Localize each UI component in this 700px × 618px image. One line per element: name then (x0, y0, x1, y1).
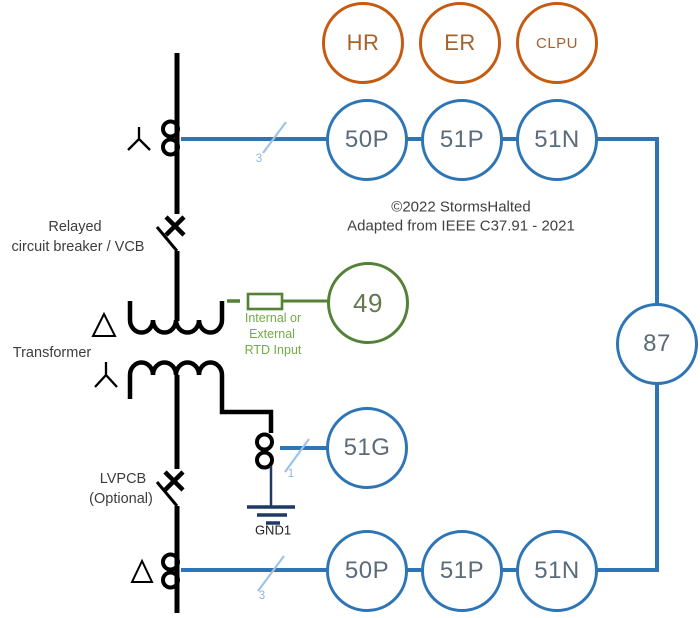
breaker-label-line1: Relayed (48, 219, 102, 235)
relay-51p-top: 51P (421, 99, 503, 181)
relay-clpu: CLPU (516, 2, 598, 84)
ct-bottom-icon (161, 552, 180, 590)
ct-ratio-bottom-label: 3 (258, 590, 266, 602)
rtd-label-line2: External (249, 327, 295, 341)
relay-51p-top-label: 51P (439, 126, 485, 153)
lvpcb-label-line1: LVPCB (99, 471, 147, 487)
rtd-label-line3: RTD Input (244, 343, 302, 357)
relay-er-label: ER (444, 30, 476, 55)
ct-neutral-icon (255, 432, 274, 470)
relay-51p-bottom-label: 51P (439, 557, 485, 584)
relay-50p-top: 50P (326, 99, 408, 181)
relay-50p-bottom-label: 50P (344, 557, 390, 584)
wye-symbol-top-icon (127, 127, 151, 151)
rtd-label-line1: Internal or (244, 311, 302, 325)
delta-symbol-bottom-icon (130, 558, 154, 583)
vcb-breaker-blade (155, 226, 179, 252)
ground-label: GND1 (254, 522, 292, 538)
ct-ratio-ground-label: 1 (287, 468, 295, 480)
breaker-label-line2: circuit breaker / VCB (11, 239, 145, 255)
lvpcb-breaker-blade (155, 481, 179, 507)
relay-er: ER (419, 2, 501, 84)
rtd-resistor-icon (246, 292, 284, 311)
relay-87-label: 87 (643, 330, 671, 357)
ct-ratio-slash-bottom-icon (257, 555, 285, 592)
delta-symbol-transformer-icon (91, 311, 117, 337)
relay-51p-bottom: 51P (421, 530, 503, 612)
transformer-winding-secondary-icon (127, 360, 274, 433)
relay-clpu-label: CLPU (535, 34, 578, 52)
relay-51g-ground: 51G (326, 407, 408, 489)
ct-ratio-top-label: 3 (255, 153, 263, 165)
ground-icon (247, 505, 295, 525)
ct-ratio-slash-ground-icon (284, 438, 310, 473)
transformer-label: Transformer (12, 345, 92, 361)
relay-50p-top-label: 50P (344, 126, 390, 153)
lvpcb-label-line2: (Optional) (89, 491, 153, 507)
lvpcb-breaker-x-icon (163, 470, 185, 492)
relay-51g-label: 51G (343, 434, 391, 461)
transformer-winding-primary-icon (127, 301, 225, 335)
relay-87-differential: 87 (616, 303, 698, 385)
wye-symbol-transformer-icon (94, 362, 118, 388)
relay-51n-bottom-label: 51N (534, 557, 580, 584)
relay-51n-bottom: 51N (516, 530, 598, 612)
relay-hr-label: HR (346, 30, 380, 55)
relay-50p-bottom: 50P (326, 530, 408, 612)
source-text: Adapted from IEEE C37.91 - 2021 (347, 217, 575, 235)
relay-51n-top-label: 51N (534, 126, 580, 153)
ct-ratio-slash-top-icon (262, 121, 287, 154)
relay-49-thermal: 49 (327, 262, 409, 344)
copyright-text: ©2022 StormsHalted (391, 198, 531, 216)
relay-51n-top: 51N (516, 99, 598, 181)
relay-49-label: 49 (353, 287, 383, 318)
relay-hr: HR (322, 2, 404, 84)
vcb-breaker-x-icon (164, 215, 186, 237)
ct-top-icon (161, 119, 180, 157)
